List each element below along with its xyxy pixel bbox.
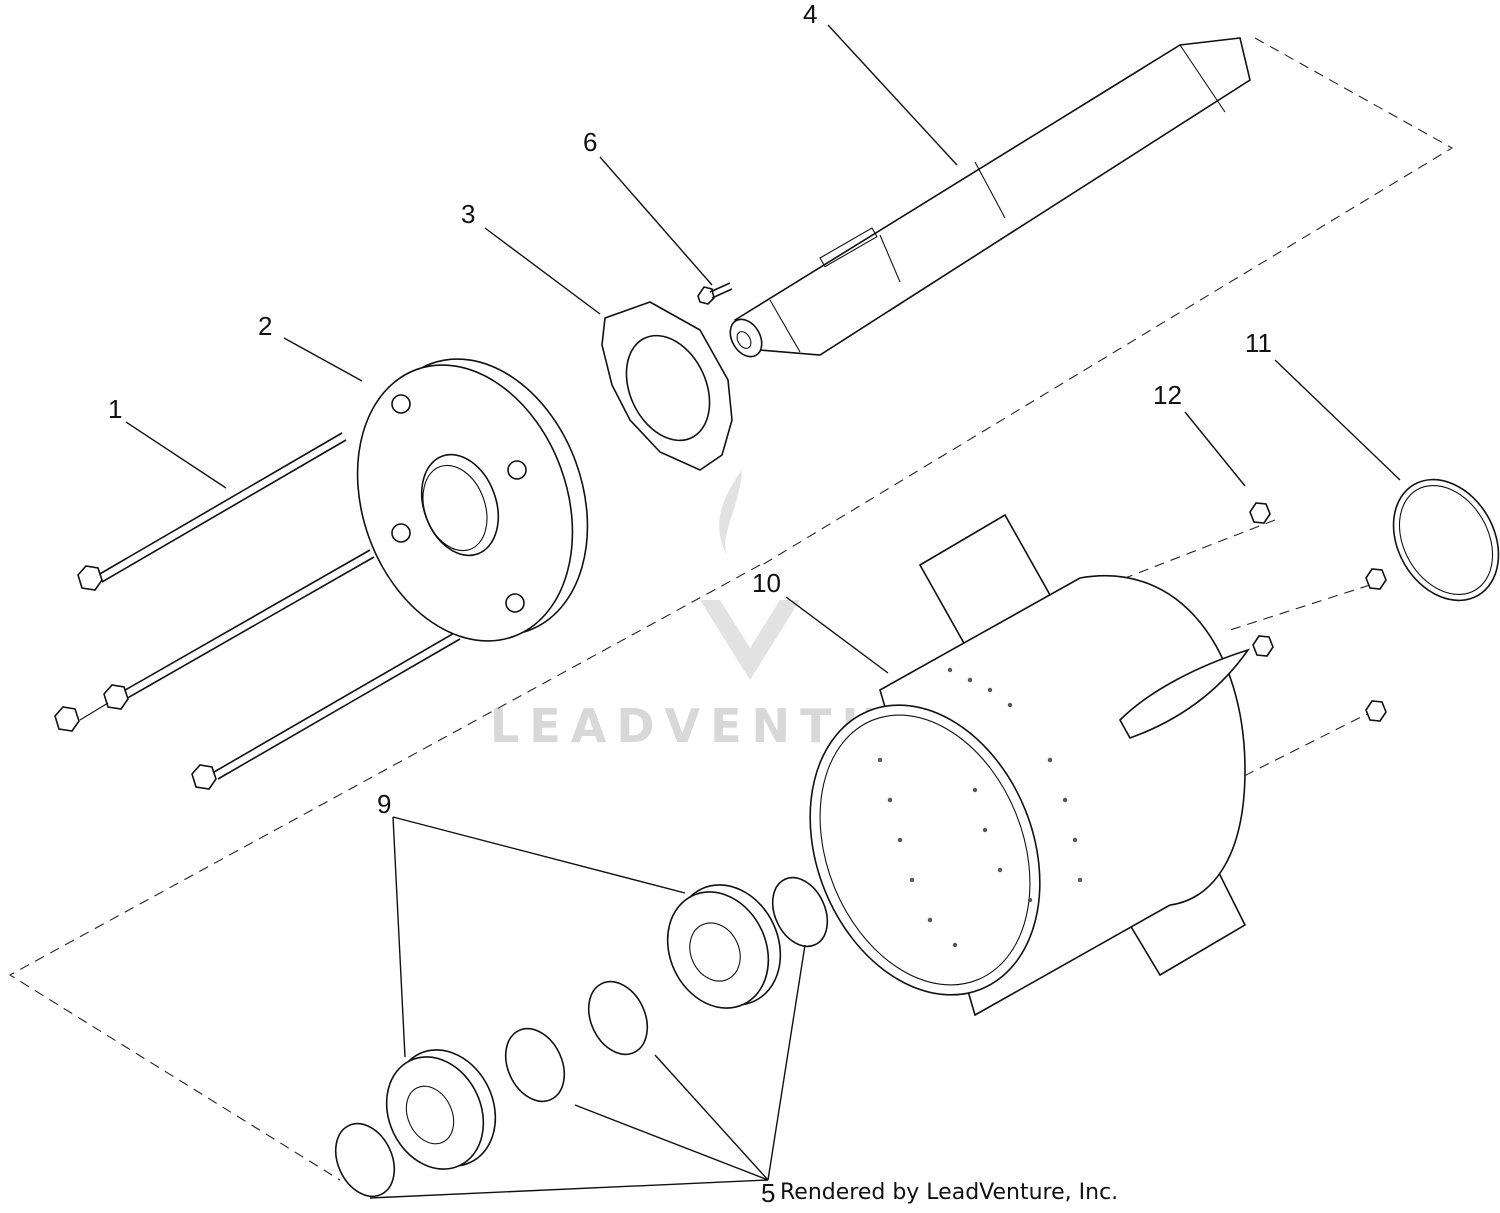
callout-6: 6 bbox=[583, 127, 597, 157]
part-4-shaft bbox=[729, 37, 1251, 358]
part-9-bearings bbox=[385, 884, 782, 1170]
callout-1: 1 bbox=[108, 394, 122, 424]
callout-9: 9 bbox=[377, 789, 391, 819]
part-6-screw bbox=[697, 282, 733, 305]
part-10-drum-housing bbox=[809, 513, 1251, 1017]
callout-10: 10 bbox=[752, 568, 781, 598]
callout-11: 11 bbox=[1245, 328, 1272, 358]
callout-2: 2 bbox=[258, 311, 272, 341]
assembly-outline bbox=[8, 37, 1454, 1181]
callout-5: 5 bbox=[761, 1178, 775, 1208]
leader-lines bbox=[125, 24, 1401, 1199]
callout-labels: 1 2 3 4 6 10 11 12 9 5 bbox=[108, 0, 1272, 1208]
part-11-o-ring bbox=[1392, 478, 1500, 602]
callout-4: 4 bbox=[803, 0, 817, 29]
part-2-flange bbox=[356, 358, 589, 642]
callout-12: 12 bbox=[1153, 380, 1182, 410]
part-12-nuts bbox=[1249, 502, 1387, 722]
hub-axis-line bbox=[1119, 519, 1376, 779]
part-3-retainer-plate bbox=[601, 301, 733, 471]
callout-3: 3 bbox=[461, 199, 475, 229]
part-1-bolts bbox=[54, 432, 461, 790]
render-credit: Rendered by LeadVenture, Inc. bbox=[780, 1180, 1118, 1205]
part-5-snap-rings bbox=[334, 876, 829, 1198]
